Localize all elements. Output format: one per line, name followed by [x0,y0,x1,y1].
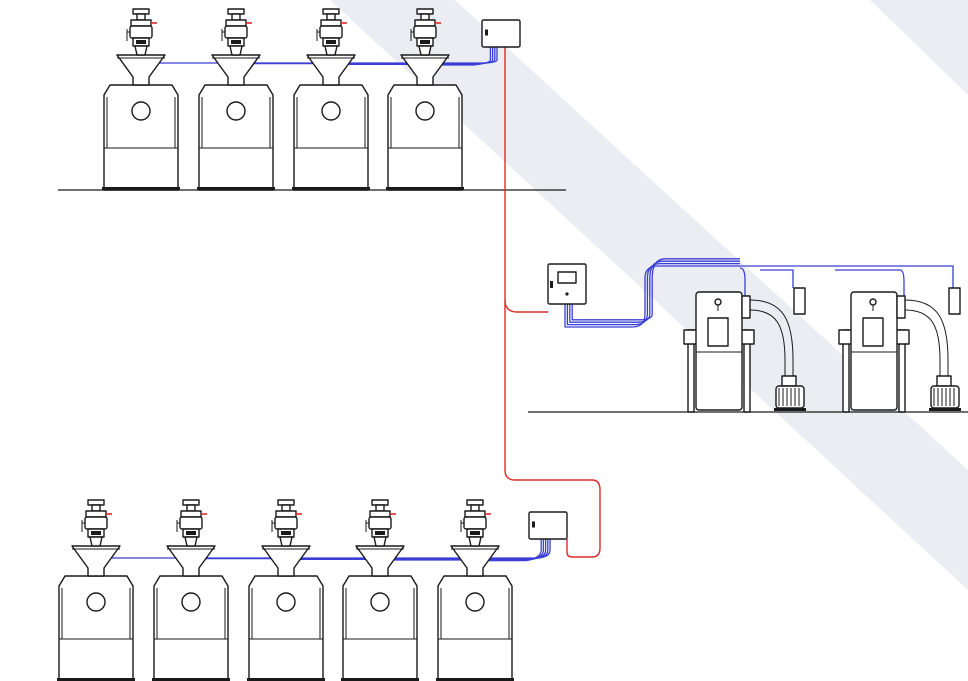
vacuum-hopper-loader-icon [410,8,441,56]
machine-feet [341,678,419,681]
hopper-machine-unit [57,499,135,681]
machine-port-circle [86,592,106,612]
machine-port-circle [415,101,435,121]
machine-feet [436,678,514,681]
machine-feet [292,187,370,190]
vacuum-hopper-loader-icon [271,499,302,547]
machine-body [153,575,229,681]
junction-box-icon [528,511,568,540]
molding-machine-icon [341,575,419,681]
machine-body [103,84,179,191]
hopper-machine-unit [292,8,370,191]
hopper-funnel [166,545,216,577]
hopper-machine-unit [386,8,464,191]
machine-body [342,575,418,681]
hopper-funnel [71,545,121,577]
molding-machine-icon [102,84,180,191]
machine-port-circle [181,592,201,612]
machine-feet [247,678,325,681]
machine-port-circle [465,592,485,612]
vacuum-stations [683,287,961,413]
watermark-band-1 [330,0,968,590]
junction-box-icon [481,19,521,48]
machine-body [293,84,369,191]
upper-hopper-group [102,8,464,191]
control-boxes [481,19,587,540]
hopper-machine-unit [152,499,230,681]
vacuum-hopper-loader-icon [176,499,207,547]
machine-body [248,575,324,681]
power-cables [504,46,601,558]
machine-feet [197,187,275,190]
hopper-funnel [261,545,311,577]
hopper-machine-unit [341,499,419,681]
hopper-machine-unit [197,8,275,191]
vacuum-hopper-loader-icon [81,499,112,547]
machine-feet [386,187,464,190]
vacuum-hopper-loader-icon [221,8,252,56]
molding-machine-icon [197,84,275,191]
lower-hopper-group [57,499,514,681]
vacuum-hopper-loader-icon [365,499,396,547]
machine-feet [102,187,180,190]
hopper-funnel [306,54,356,86]
machine-body [437,575,513,681]
machine-port-circle [226,101,246,121]
vacuum-hopper-loader-icon [126,8,157,56]
molding-machine-icon [247,575,325,681]
control-panel-icon [547,263,587,305]
machine-port-circle [276,592,296,612]
watermark-band-2 [870,0,968,95]
molding-machine-icon [152,575,230,681]
molding-machine-icon [292,84,370,191]
hopper-funnel [355,545,405,577]
machine-feet [152,678,230,681]
hopper-machine-unit [436,499,514,681]
machine-port-circle [131,101,151,121]
molding-machine-icon [436,575,514,681]
molding-machine-icon [57,575,135,681]
vacuum-pump-station-icon [838,287,961,413]
watermark-bands [330,0,968,590]
vacuum-blower-icon [774,375,806,411]
hopper-funnel [450,545,500,577]
machine-body [387,84,463,191]
machine-port-circle [321,101,341,121]
hopper-machine-unit [247,499,325,681]
vacuum-blower-icon [929,375,961,411]
machine-feet [57,678,135,681]
machine-body [58,575,134,681]
hopper-machine-unit [102,8,180,191]
hopper-funnel [211,54,261,86]
hopper-funnel [116,54,166,86]
molding-machine-icon [386,84,464,191]
hopper-funnel [400,54,450,86]
vacuum-pump-station-icon [683,287,806,413]
machine-body [198,84,274,191]
machine-port-circle [370,592,390,612]
vacuum-hopper-loader-icon [316,8,347,56]
vacuum-hopper-loader-icon [460,499,491,547]
signal-cables [97,46,954,562]
